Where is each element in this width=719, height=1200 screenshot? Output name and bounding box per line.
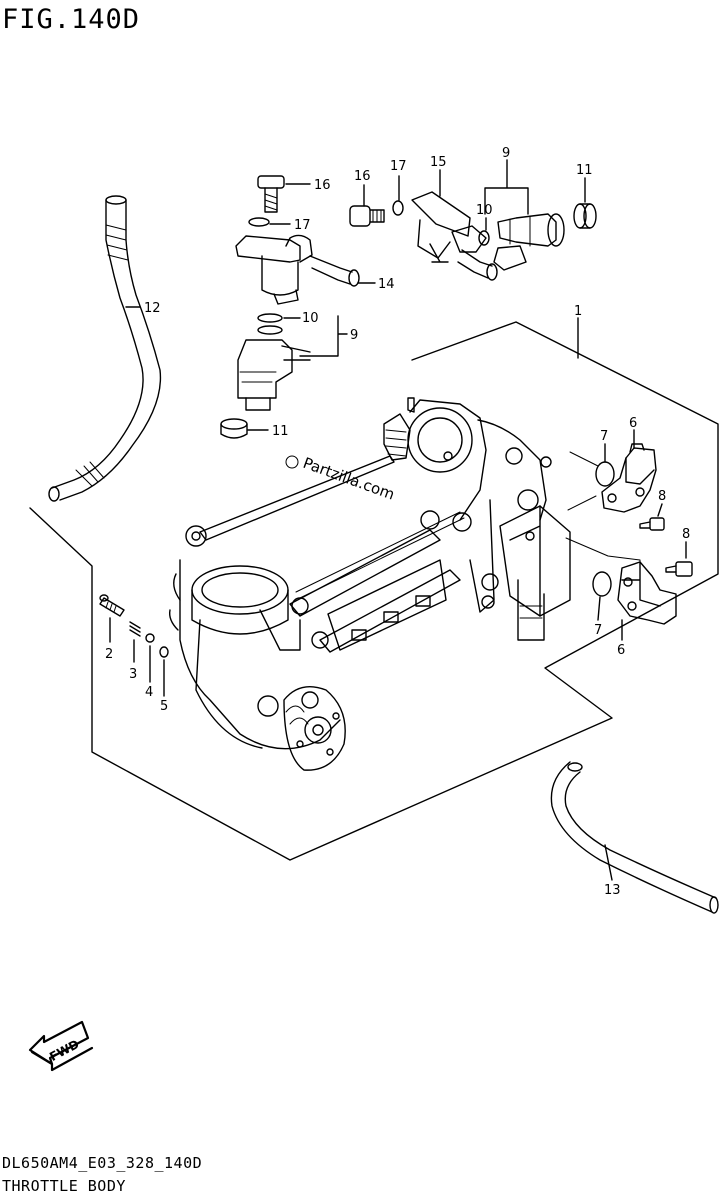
callout-5: 5 [160, 699, 168, 714]
callout-9a: 9 [350, 328, 358, 343]
bolt-16-right [349, 205, 385, 227]
callout-7b: 7 [594, 623, 602, 638]
hose-12 [48, 195, 162, 502]
throttle-pulley [283, 686, 346, 771]
sensor-6-upper [601, 443, 657, 513]
washer-17-right [392, 200, 404, 216]
leader-13 [604, 844, 613, 881]
callout-10a: 10 [302, 311, 319, 326]
leader-8a [657, 503, 663, 517]
watermark: Partzilla.com [301, 454, 397, 504]
callout-16b: 16 [354, 169, 371, 184]
callout-17a: 17 [294, 218, 311, 233]
fuel-delivery-pipe-15 [411, 191, 498, 281]
figure-title: FIG.140D [2, 4, 141, 35]
watermark-registered-icon [285, 455, 299, 469]
seal-11-left [220, 418, 248, 439]
washer-17-left [248, 217, 270, 227]
callout-3: 3 [129, 667, 137, 682]
callout-15: 15 [430, 155, 447, 170]
screw-2 [99, 594, 125, 617]
hose-13 [550, 761, 719, 914]
callout-17b: 17 [390, 159, 407, 174]
fuel-delivery-pipe-14 [235, 234, 360, 305]
injector-9-right [493, 213, 565, 271]
callout-8b: 8 [682, 527, 690, 542]
callout-10b: 10 [476, 203, 493, 218]
leader-9a [299, 315, 348, 357]
section-title: THROTTLE BODY [2, 1177, 126, 1195]
assembly-boundary [29, 321, 719, 861]
screw-8-upper [639, 517, 665, 531]
callout-14: 14 [378, 277, 395, 292]
screw-8-lower [665, 561, 693, 577]
o-ring-7-lower [592, 571, 612, 597]
leader-9b [484, 159, 529, 215]
callout-8a: 8 [658, 489, 666, 504]
sensor-block [499, 505, 571, 641]
callout-16a: 16 [314, 178, 331, 193]
spring-3 [129, 621, 141, 637]
callout-2: 2 [105, 647, 113, 662]
callout-12: 12 [144, 301, 161, 316]
bolt-16-left [257, 175, 285, 213]
callout-9b: 9 [502, 146, 510, 161]
callout-7a: 7 [600, 429, 608, 444]
throttle-body-left-bore [168, 559, 341, 750]
throttle-body-right-bore [383, 397, 552, 613]
callout-6b: 6 [617, 643, 625, 658]
seal-11-right [573, 203, 597, 229]
callout-11b: 11 [576, 163, 593, 178]
washer-4 [145, 633, 155, 643]
leader-7b [597, 596, 601, 621]
linkage-rods [185, 455, 472, 653]
callout-13: 13 [604, 883, 621, 898]
sensor-6-lower [617, 561, 677, 625]
injector-9-left [237, 313, 311, 411]
o-ring-5 [159, 646, 169, 658]
o-ring-7-upper [595, 461, 615, 487]
callout-6a: 6 [629, 416, 637, 431]
callout-11a: 11 [272, 424, 289, 439]
model-code: DL650AM4_E03_328_140D [2, 1154, 203, 1172]
fwd-arrow-icon [28, 1020, 94, 1072]
callout-4: 4 [145, 685, 153, 700]
callout-1: 1 [574, 304, 582, 319]
seal-10-right [478, 230, 490, 246]
